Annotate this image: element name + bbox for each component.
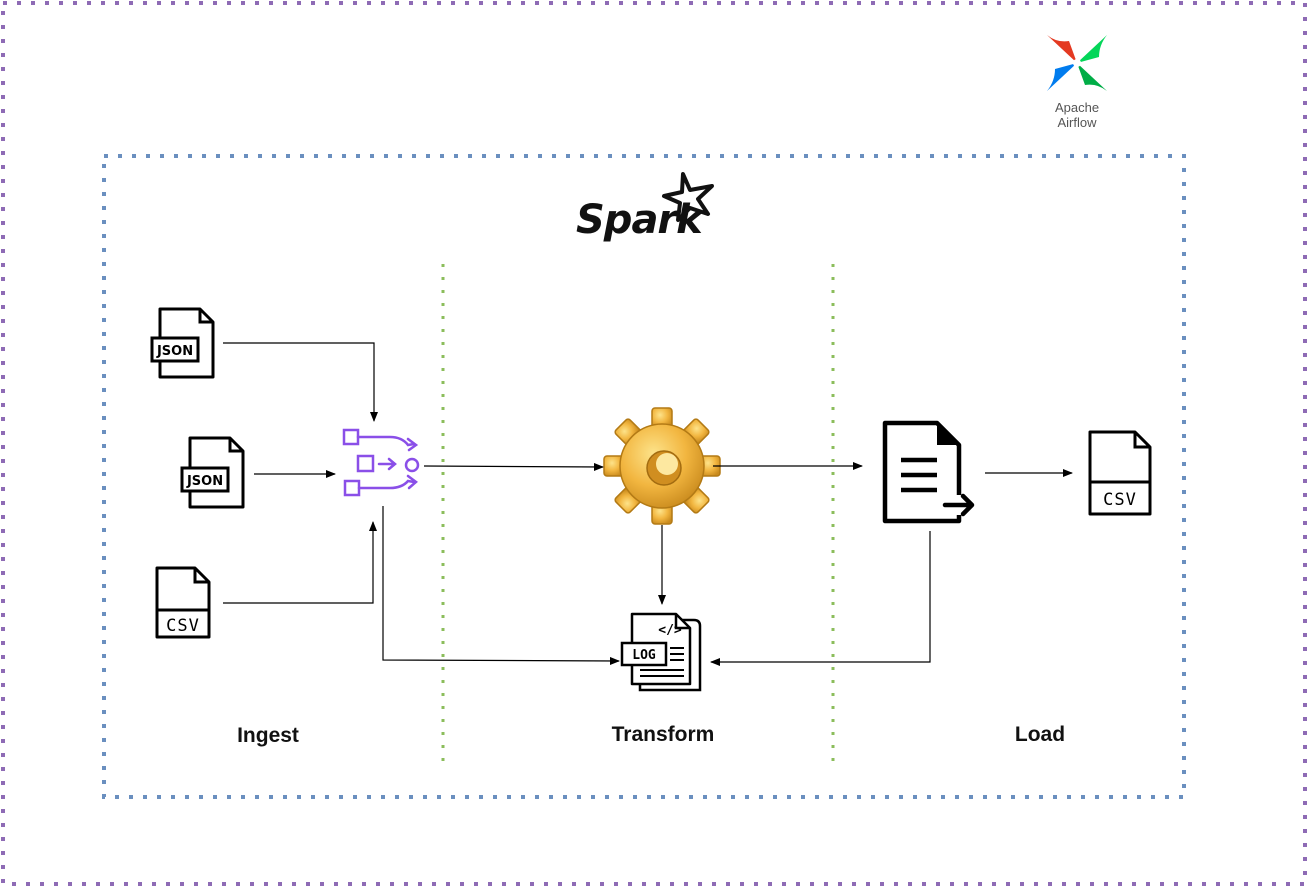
airflow-logo-line1: Apache xyxy=(1055,100,1099,115)
gear-icon xyxy=(603,407,721,525)
arrow-json1-to-ingest xyxy=(223,342,378,422)
arrow-load-to-log xyxy=(710,531,931,666)
spark-star-icon xyxy=(662,172,714,222)
csv-source-file: CSV xyxy=(155,566,211,639)
spark-boundary xyxy=(102,154,1186,799)
arrow-csv-to-ingest xyxy=(223,521,377,604)
arrow-ingest-to-log xyxy=(382,506,620,665)
airflow-pinwheel-icon xyxy=(1047,35,1107,91)
json-source-2-label: JSON xyxy=(186,474,223,489)
csv-source-label: CSV xyxy=(166,616,200,636)
log-code-glyph: </> xyxy=(658,623,682,638)
log-file-icon: </> LOG xyxy=(620,612,702,692)
json-source-file-2: JSON xyxy=(180,436,245,509)
ingest-icon xyxy=(342,428,420,497)
airflow-logo: Apache Airflow xyxy=(1047,35,1107,130)
stage-label-load: Load xyxy=(1015,723,1065,746)
connectors xyxy=(223,342,1073,666)
spark-logo-text: Spark xyxy=(576,197,705,243)
stage-label-ingest: Ingest xyxy=(237,724,299,747)
csv-output-label: CSV xyxy=(1103,490,1137,510)
json-source-1-label: JSON xyxy=(156,344,193,359)
arrow-ingest-to-transform xyxy=(423,462,604,471)
json-source-file-1: JSON xyxy=(150,307,215,379)
log-label: LOG xyxy=(632,648,656,663)
spark-logo: Spark xyxy=(576,172,714,243)
csv-output-file: CSV xyxy=(1088,430,1152,516)
export-document-icon xyxy=(882,420,975,524)
stage-label-transform: Transform xyxy=(612,723,715,746)
airflow-logo-line2: Airflow xyxy=(1057,115,1097,130)
